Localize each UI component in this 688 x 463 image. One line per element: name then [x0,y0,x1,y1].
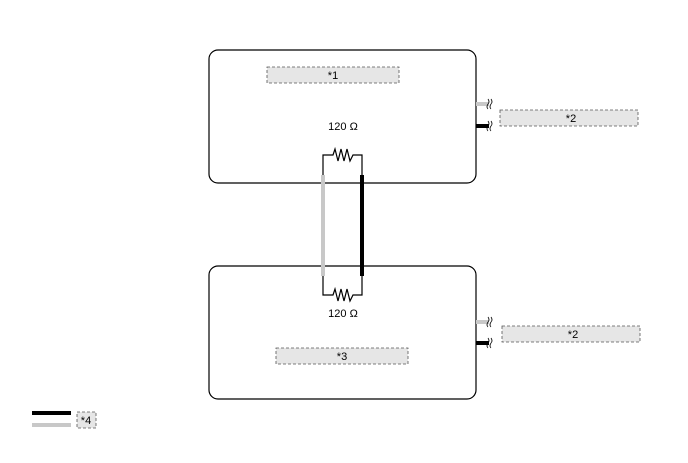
top-bus-label-box [499,109,639,127]
top-bus-label: *2 [566,113,576,125]
top-ecu-label-box [266,66,400,84]
top-resistor-icon [322,146,363,175]
bottom-ecu-label: *3 [337,351,347,363]
bottom-bus-stubs [476,316,493,349]
top-bus-stubs [476,98,493,132]
legend-label: *4 [81,415,91,427]
break-icon [486,98,493,110]
bottom-ecu-label-box [275,347,409,365]
bottom-bus-label-box [501,325,641,343]
legend-label-box [76,411,97,429]
top-ecu-label: *1 [328,70,338,82]
break-icon [486,337,493,349]
bottom-bus-label: *2 [568,329,578,341]
break-icon [486,316,493,328]
top-resistor-value: 120 Ω [328,121,358,133]
bottom-resistor-icon [322,276,363,303]
bottom-resistor-value: 120 Ω [328,308,358,320]
break-icon [486,120,493,132]
bottom-ecu-box [208,265,477,400]
